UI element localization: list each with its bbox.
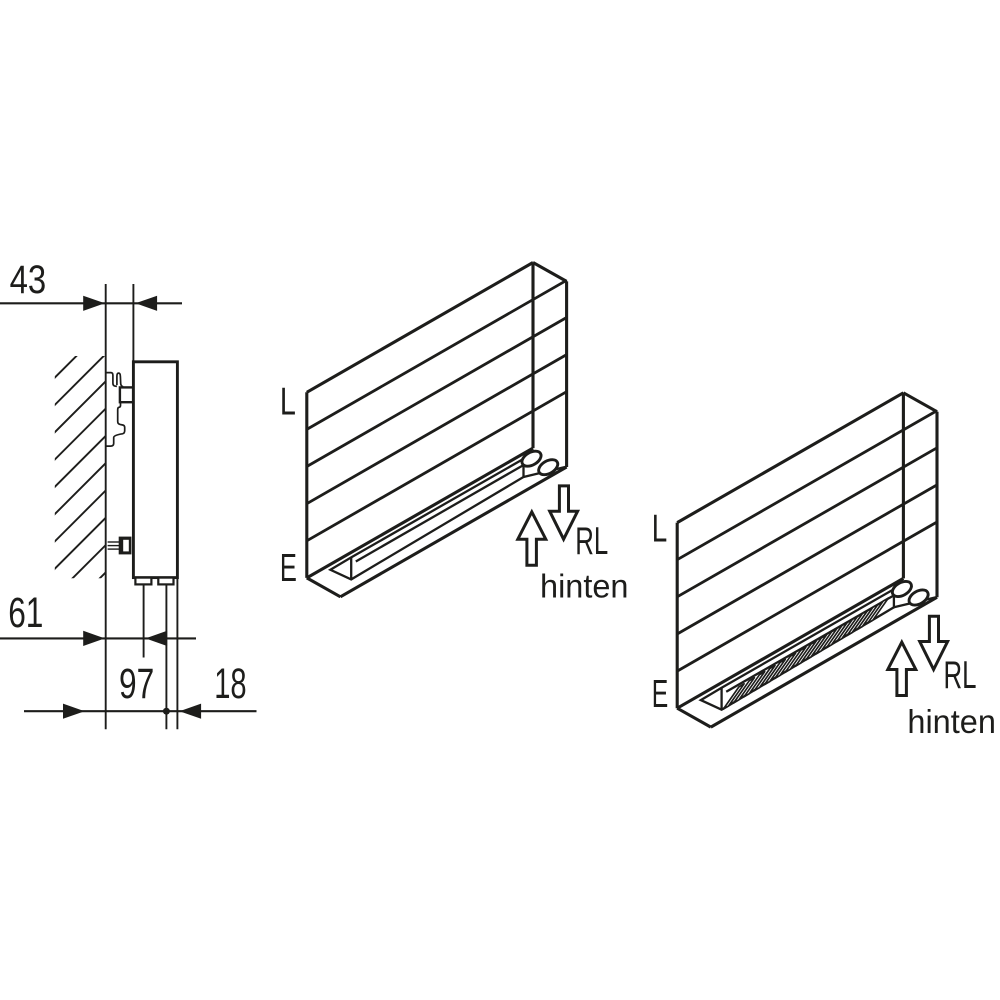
svg-text:hinten: hinten	[907, 703, 996, 740]
svg-text:L: L	[280, 380, 296, 424]
svg-text:RL: RL	[944, 654, 977, 697]
svg-text:hinten: hinten	[540, 568, 629, 605]
svg-text:61: 61	[8, 589, 43, 637]
svg-text:RL: RL	[575, 520, 608, 563]
svg-text:18: 18	[214, 660, 246, 708]
svg-text:E: E	[280, 546, 297, 590]
svg-text:E: E	[652, 672, 669, 716]
svg-text:97: 97	[119, 660, 154, 708]
svg-text:43: 43	[10, 258, 47, 302]
svg-text:L: L	[652, 507, 668, 551]
